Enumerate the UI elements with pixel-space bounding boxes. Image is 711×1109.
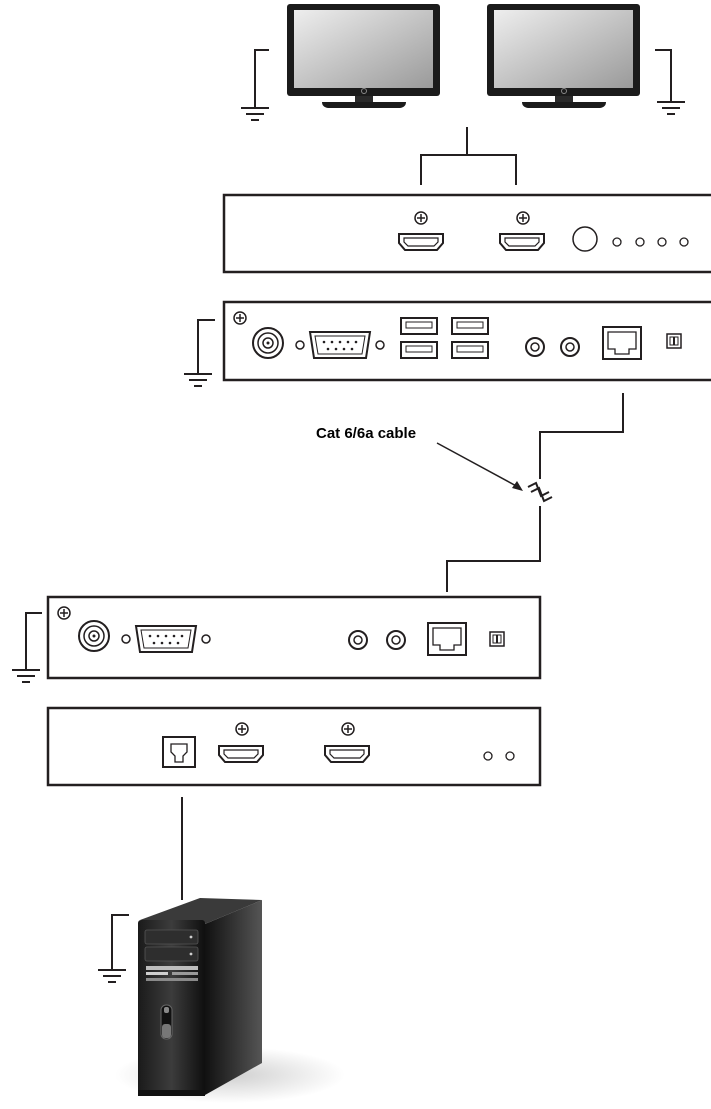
rj45-port-icon: [602, 326, 642, 360]
usb-port-icon: [400, 317, 438, 335]
receiver-front-panel: [222, 193, 711, 274]
usb-b-port-icon: [162, 736, 196, 768]
led-icon: [483, 751, 493, 761]
cable-label: Cat 6/6a cable: [316, 425, 416, 442]
led-icon: [657, 237, 667, 247]
power-jack-icon: [252, 327, 284, 359]
usb-port-icon: [451, 317, 489, 335]
screw-icon: [516, 211, 530, 225]
ground-icon: [183, 319, 215, 387]
hdmi-port-icon: [499, 233, 545, 251]
push-button-icon: [572, 226, 598, 252]
cat-cable: [446, 393, 624, 592]
tower-pc-icon: [115, 898, 345, 1103]
hdmi-port-icon: [324, 745, 370, 763]
screw-icon: [414, 211, 428, 225]
audio-jack-icon: [560, 337, 580, 357]
screw-icon: [341, 722, 355, 736]
receiver-rear-panel: [222, 300, 711, 382]
ground-screw-icon: [57, 606, 71, 620]
transmitter-rear-panel: [46, 595, 542, 680]
monitor-left: [287, 4, 440, 108]
audio-jack-icon: [525, 337, 545, 357]
led-icon: [612, 237, 622, 247]
hdmi-cable: [420, 127, 517, 185]
led-icon: [635, 237, 645, 247]
dip-switch-icon: [489, 631, 505, 647]
monitor-right: [487, 4, 640, 108]
dip-switch-icon: [666, 333, 682, 349]
transmitter-front-panel: [46, 706, 542, 787]
ground-screw-icon: [233, 311, 247, 325]
audio-jack-icon: [348, 630, 368, 650]
usb-port-icon: [451, 341, 489, 359]
rj45-port-icon: [427, 622, 467, 656]
audio-jack-icon: [386, 630, 406, 650]
led-icon: [505, 751, 515, 761]
power-jack-icon: [78, 620, 110, 652]
ground-icon: [11, 612, 42, 683]
cable-label-callout: Cat 6/6a cable: [316, 425, 523, 491]
hdmi-port-icon: [398, 233, 444, 251]
ground-icon: [97, 914, 129, 983]
hdmi-port-icon: [218, 745, 264, 763]
ground-icon: [655, 49, 686, 115]
ground-icon: [240, 49, 270, 121]
screw-icon: [235, 722, 249, 736]
led-icon: [679, 237, 689, 247]
usb-port-icon: [400, 341, 438, 359]
